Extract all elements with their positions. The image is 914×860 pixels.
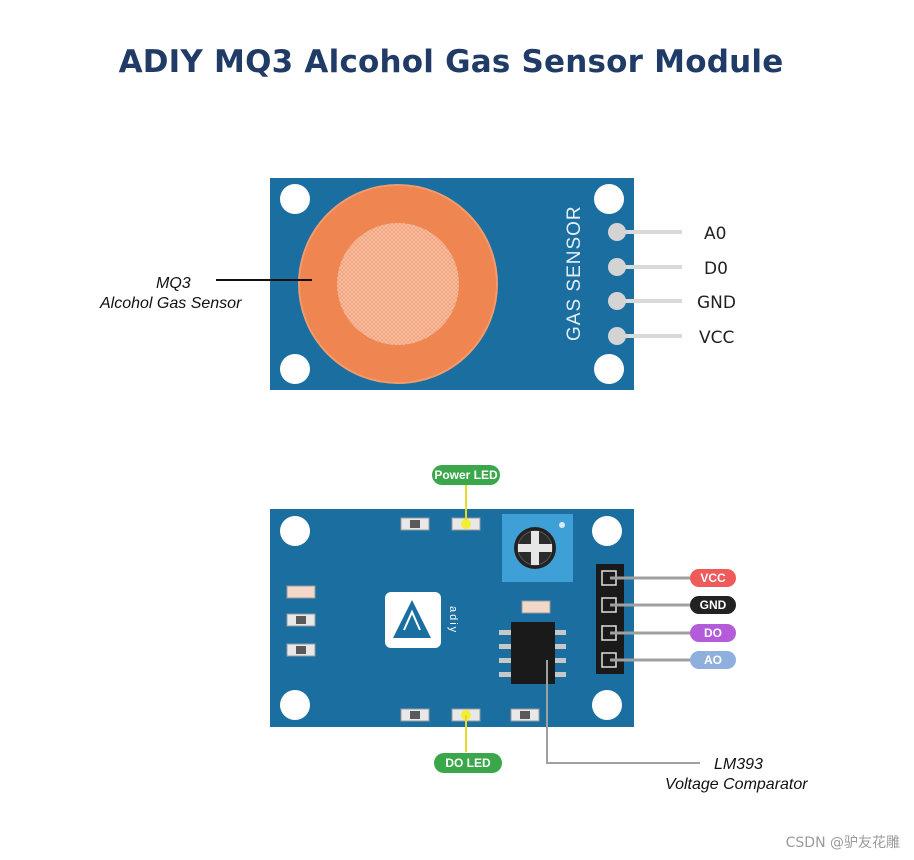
power-led-pill xyxy=(432,465,500,485)
mq3-sensor-mesh xyxy=(337,223,459,345)
pin-header xyxy=(596,564,624,674)
pin-pill-do xyxy=(690,624,736,642)
mount-hole-tl xyxy=(280,184,310,214)
pin-pill-label-vcc: VCC xyxy=(700,571,726,585)
mount-hole-br xyxy=(592,690,622,720)
mount-hole-tl xyxy=(280,516,310,546)
sensor-label-line1: MQ3 xyxy=(156,275,191,292)
potentiometer xyxy=(502,514,573,582)
mount-hole-br xyxy=(594,354,624,384)
pin-label-vcc: VCC xyxy=(699,328,734,348)
mount-hole-bl xyxy=(280,354,310,384)
do-led-pill xyxy=(434,753,502,773)
pin-pill-vcc xyxy=(690,569,736,587)
top-module: GAS SENSOR A0 D0 GND VCC MQ3 Alcohol Gas… xyxy=(99,178,736,390)
board-text: GAS SENSOR xyxy=(564,205,585,341)
watermark: CSDN @驴友花雕 xyxy=(785,835,900,851)
power-led xyxy=(451,517,481,531)
sensor-label-line2: Alcohol Gas Sensor xyxy=(99,295,242,312)
mount-hole-bl xyxy=(280,690,310,720)
mount-hole-tr xyxy=(592,516,622,546)
mount-hole-tr xyxy=(594,184,624,214)
bottom-pcb xyxy=(270,509,634,727)
top-pin-vcc xyxy=(608,327,682,345)
top-pin-a0 xyxy=(608,223,682,241)
top-pin-d0 xyxy=(608,258,682,276)
logo-text: adiy xyxy=(447,606,459,634)
adiy-logo: adiy xyxy=(385,592,459,648)
page-title: ADIY MQ3 Alcohol Gas Sensor Module xyxy=(118,44,784,80)
do-led-label: DO LED xyxy=(445,756,491,770)
pin-pill-label-ao: AO xyxy=(704,653,722,667)
bottom-module: Power LED DO LED adiy xyxy=(270,465,808,793)
pin-label-a0: A0 xyxy=(704,224,726,244)
chip-callout-line xyxy=(546,660,700,764)
pin-label-d0: D0 xyxy=(704,259,728,279)
top-pin-gnd xyxy=(608,292,682,310)
pin-pill-ao xyxy=(690,651,736,669)
chip-label-line1: LM393 xyxy=(714,756,763,773)
pin-pill-label-do: DO xyxy=(704,626,722,640)
power-led-label: Power LED xyxy=(434,468,498,482)
chip-label-line2: Voltage Comparator xyxy=(665,776,808,793)
pin-pill-gnd xyxy=(690,596,736,614)
pin-pill-label-gnd: GND xyxy=(700,598,727,612)
pin-label-gnd: GND xyxy=(697,293,736,313)
